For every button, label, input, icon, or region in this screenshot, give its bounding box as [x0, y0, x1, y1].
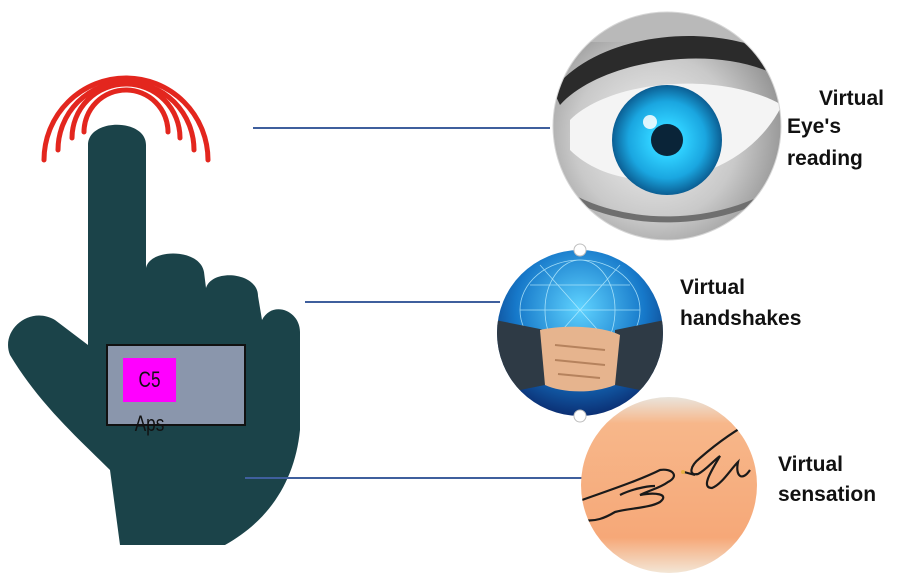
- feature-label-eye-line3: reading: [787, 145, 863, 173]
- touching-hands-image: [581, 397, 757, 573]
- device-screen-label: C5 Aps: [123, 358, 176, 402]
- feature-label-handshake-line1: Virtual: [680, 274, 745, 302]
- feature-label-sensation-line2: sensation: [778, 481, 876, 509]
- feature-label-sensation-line1: Virtual: [778, 451, 843, 479]
- feature-label-handshake-line2: handshakes: [680, 305, 801, 333]
- handshake-image: [495, 244, 665, 422]
- pointing-hand-icon: [8, 125, 300, 545]
- eye-image: [553, 12, 785, 240]
- feature-label-eye-line2: Eye's: [787, 113, 841, 141]
- feature-label-eye-line1: Virtual: [819, 85, 884, 113]
